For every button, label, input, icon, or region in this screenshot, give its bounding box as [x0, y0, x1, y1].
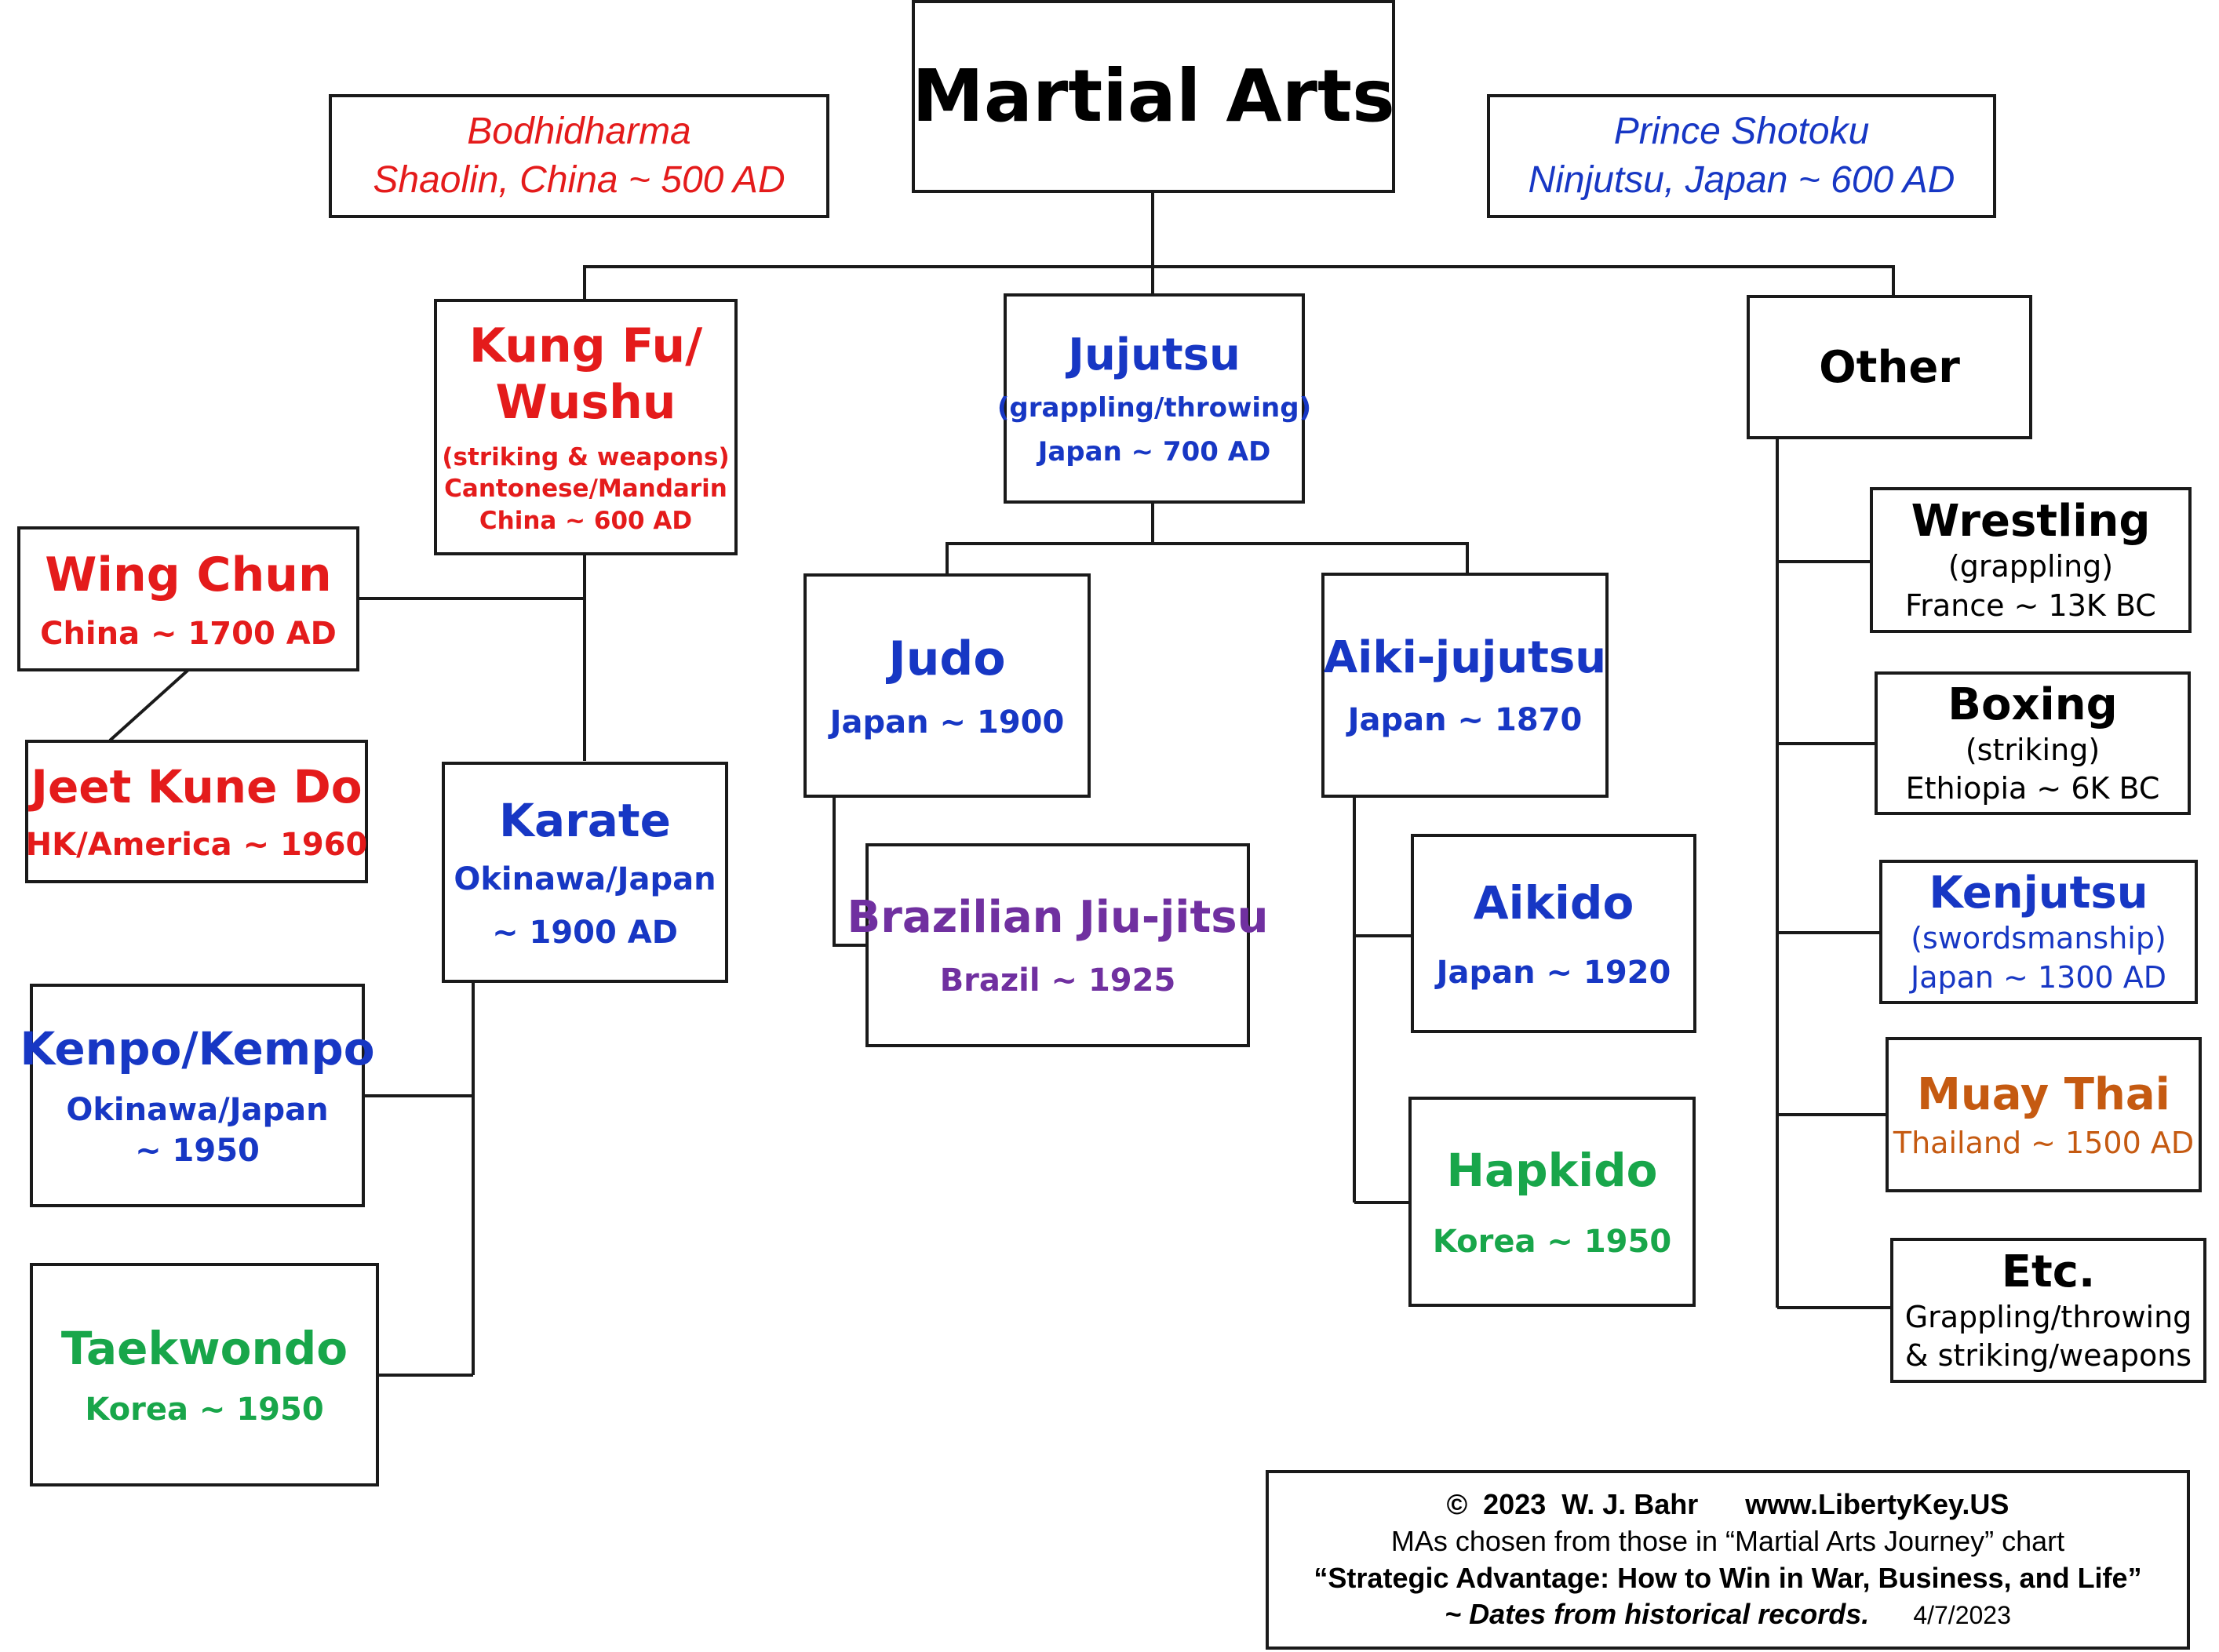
node-jeet-kune-do: Jeet Kune Do HK/America ~ 1960 [25, 740, 368, 883]
node-boxing-style: (striking) [1965, 732, 2101, 767]
node-muay-thai-title: Muay Thai [1917, 1068, 2170, 1120]
node-jujutsu-style: (grappling/throwing) [997, 392, 1312, 424]
node-etc-line1: Grappling/throwing [1904, 1299, 2192, 1334]
node-wrestling: Wrestling (grappling) France ~ 13K BC [1870, 487, 2192, 633]
node-wrestling-title: Wrestling [1911, 496, 2151, 548]
node-aiki-jujutsu-date: Japan ~ 1870 [1347, 701, 1583, 738]
footer-book-title: “Strategic Advantage: How to Win in War,… [1314, 1561, 2142, 1594]
origin-left-name: Bodhidharma [467, 110, 691, 152]
node-other: Other [1747, 295, 2032, 439]
node-boxing: Boxing (striking) Ethiopia ~ 6K BC [1875, 671, 2191, 815]
footer-date: 4/7/2023 [1913, 1601, 2011, 1630]
node-jeet-kune-do-date: HK/America ~ 1960 [25, 827, 368, 864]
node-judo: Judo Japan ~ 1900 [803, 573, 1091, 798]
node-kung-fu-style: (striking & weapons) [442, 443, 730, 472]
node-aikido-date: Japan ~ 1920 [1436, 954, 1671, 991]
node-kenjutsu-date: Japan ~ 1300 AD [1910, 959, 2167, 995]
node-karate-date: ~ 1900 AD [492, 914, 678, 951]
node-kung-fu: Kung Fu/ Wushu (striking & weapons) Cant… [434, 299, 738, 555]
footer-note-row: ~ Dates from historical records. 4/7/2023 [1445, 1596, 2011, 1633]
node-karate: Karate Okinawa/Japan ~ 1900 AD [442, 762, 728, 983]
node-wrestling-date: France ~ 13K BC [1905, 588, 2156, 623]
node-aikido-title: Aikido [1473, 876, 1634, 930]
footer-source: MAs chosen from those in “Martial Arts J… [1390, 1524, 2065, 1557]
footer-box: © 2023 W. J. Bahr www.LibertyKey.US MAs … [1266, 1470, 2190, 1650]
node-kung-fu-date: China ~ 600 AD [479, 506, 693, 535]
node-kenpo: Kenpo/Kempo Okinawa/Japan ~ 1950 [20, 984, 375, 1207]
node-aikido: Aikido Japan ~ 1920 [1411, 834, 1696, 1033]
node-bjj-date: Brazil ~ 1925 [939, 962, 1176, 999]
node-hapkido-date: Korea ~ 1950 [1432, 1223, 1672, 1260]
node-hapkido: Hapkido Korea ~ 1950 [1408, 1097, 1696, 1307]
node-jujutsu-title: Jujutsu [1068, 329, 1241, 381]
node-etc-title: Etc. [2001, 1246, 2096, 1297]
node-kenjutsu: Kenjutsu (swordsmanship) Japan ~ 1300 AD [1879, 860, 2198, 1004]
origin-right-name: Prince Shotoku [1613, 110, 1870, 152]
node-judo-date: Japan ~ 1900 [829, 704, 1065, 740]
node-jeet-kune-do-title: Jeet Kune Do [31, 759, 363, 813]
node-aiki-jujutsu-title: Aiki-jujutsu [1323, 632, 1607, 684]
footer-copyright: © 2023 W. J. Bahr www.LibertyKey.US [1446, 1487, 2009, 1520]
node-taekwondo: Taekwondo Korea ~ 1950 [30, 1263, 379, 1486]
origin-right-box: Prince Shotoku Ninjutsu, Japan ~ 600 AD [1487, 94, 1996, 218]
node-jujutsu-date: Japan ~ 700 AD [1037, 436, 1271, 468]
page-title: Martial Arts [912, 54, 1395, 139]
node-taekwondo-title: Taekwondo [60, 1321, 348, 1375]
node-kenpo-title: Kenpo/Kempo [20, 1021, 375, 1075]
node-kung-fu-title-2: Wushu [495, 375, 676, 431]
node-wing-chun-date: China ~ 1700 AD [40, 615, 337, 652]
node-aiki-jujutsu: Aiki-jujutsu Japan ~ 1870 [1321, 573, 1609, 798]
node-boxing-title: Boxing [1948, 679, 2118, 730]
node-kung-fu-title: Kung Fu/ [468, 318, 703, 374]
footer-dates-note: ~ Dates from historical records. [1445, 1598, 1870, 1631]
origin-left-box: Bodhidharma Shaolin, China ~ 500 AD [329, 94, 829, 218]
title-box: Martial Arts [912, 0, 1395, 193]
node-kenjutsu-style: (swordsmanship) [1911, 921, 2166, 956]
node-other-title: Other [1819, 341, 1960, 393]
origin-left-detail: Shaolin, China ~ 500 AD [373, 159, 785, 201]
origin-right-detail: Ninjutsu, Japan ~ 600 AD [1528, 159, 1955, 201]
node-kenpo-origin: Okinawa/Japan [66, 1092, 329, 1129]
node-muay-thai-date: Thailand ~ 1500 AD [1893, 1125, 2195, 1160]
node-karate-origin: Okinawa/Japan [454, 861, 716, 897]
node-taekwondo-date: Korea ~ 1950 [85, 1392, 324, 1428]
node-karate-title: Karate [499, 794, 671, 848]
node-jujutsu: Jujutsu (grappling/throwing) Japan ~ 700… [997, 293, 1311, 504]
node-kenpo-date: ~ 1950 [135, 1133, 260, 1170]
node-brazilian-jiu-jitsu: Brazilian Jiu-jitsu Brazil ~ 1925 [847, 843, 1268, 1047]
node-etc-line2: & striking/weapons [1904, 1338, 2192, 1374]
node-bjj-title: Brazilian Jiu-jitsu [847, 891, 1269, 943]
node-wrestling-style: (grappling) [1948, 549, 2114, 584]
node-etc: Etc. Grappling/throwing & striking/weapo… [1890, 1238, 2206, 1383]
node-judo-title: Judo [888, 631, 1006, 686]
node-boxing-date: Ethiopia ~ 6K BC [1905, 771, 2160, 806]
node-kenjutsu-title: Kenjutsu [1929, 868, 2148, 919]
node-muay-thai: Muay Thai Thailand ~ 1500 AD [1886, 1037, 2202, 1192]
node-wing-chun-title: Wing Chun [45, 547, 332, 602]
node-hapkido-title: Hapkido [1446, 1144, 1658, 1198]
node-kung-fu-language: Cantonese/Mandarin [444, 475, 727, 504]
node-wing-chun: Wing Chun China ~ 1700 AD [17, 526, 359, 671]
